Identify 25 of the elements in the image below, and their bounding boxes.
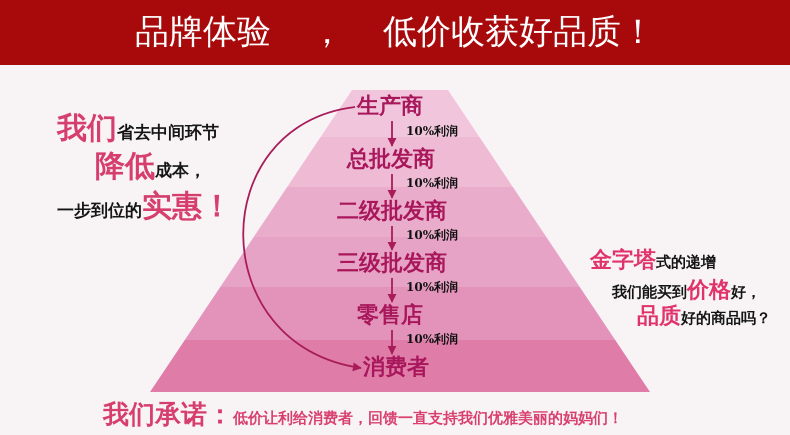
slogan-text: 一步到位的实惠！ [57,188,232,226]
edge-label: 10%利润 [406,176,458,191]
tier-label: 总批发商 [347,147,435,173]
edge-label: 10%利润 [406,228,458,243]
slogan-text: 我们能买到价格好， [612,277,761,304]
tier-label: 零售店 [357,303,423,329]
arrow [242,106,362,370]
slogan-text: 金字塔式的递增 [590,246,716,275]
page-title: 品牌体验 ， 低价收获好品质！ [135,11,655,53]
tier-label: 三级批发商 [337,251,447,277]
slogan-text: 降低成本， [95,148,206,186]
tier-label: 消费者 [363,355,429,381]
slogan-text: 我们省去中间环节 [57,110,219,148]
edge-label: 10%利润 [406,280,458,295]
arrow [388,121,396,147]
promise-text: 我们承诺：低价让利给消费者，回馈一直支持我们优雅美丽的妈妈们！ [103,399,623,432]
arrow [388,226,396,251]
edge-label: 10%利润 [406,332,458,347]
arrow [388,174,396,199]
tier-label: 生产商 [357,94,423,120]
arrow [388,330,396,355]
tier-label: 二级批发商 [337,199,447,225]
arrow [388,278,396,303]
edge-label: 10%利润 [406,124,458,138]
slogan-text: 品质好的商品吗？ [637,303,771,331]
